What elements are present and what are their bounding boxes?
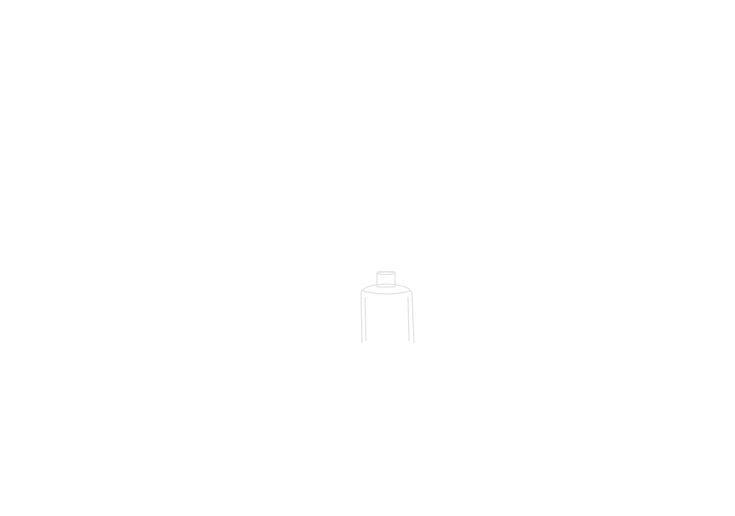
- bottle-body-line: [364, 296, 367, 342]
- bottle-body-line-right: [407, 296, 410, 342]
- bottle-outline-icon: [360, 270, 415, 344]
- bottle-shoulder: [360, 283, 413, 294]
- bottle-cap-top: [376, 270, 396, 276]
- bottle-right-side: [411, 292, 415, 344]
- bottle-shoulder-inner: [362, 290, 411, 295]
- bottle-drawing: [360, 270, 415, 344]
- bottle-left-side: [360, 292, 363, 344]
